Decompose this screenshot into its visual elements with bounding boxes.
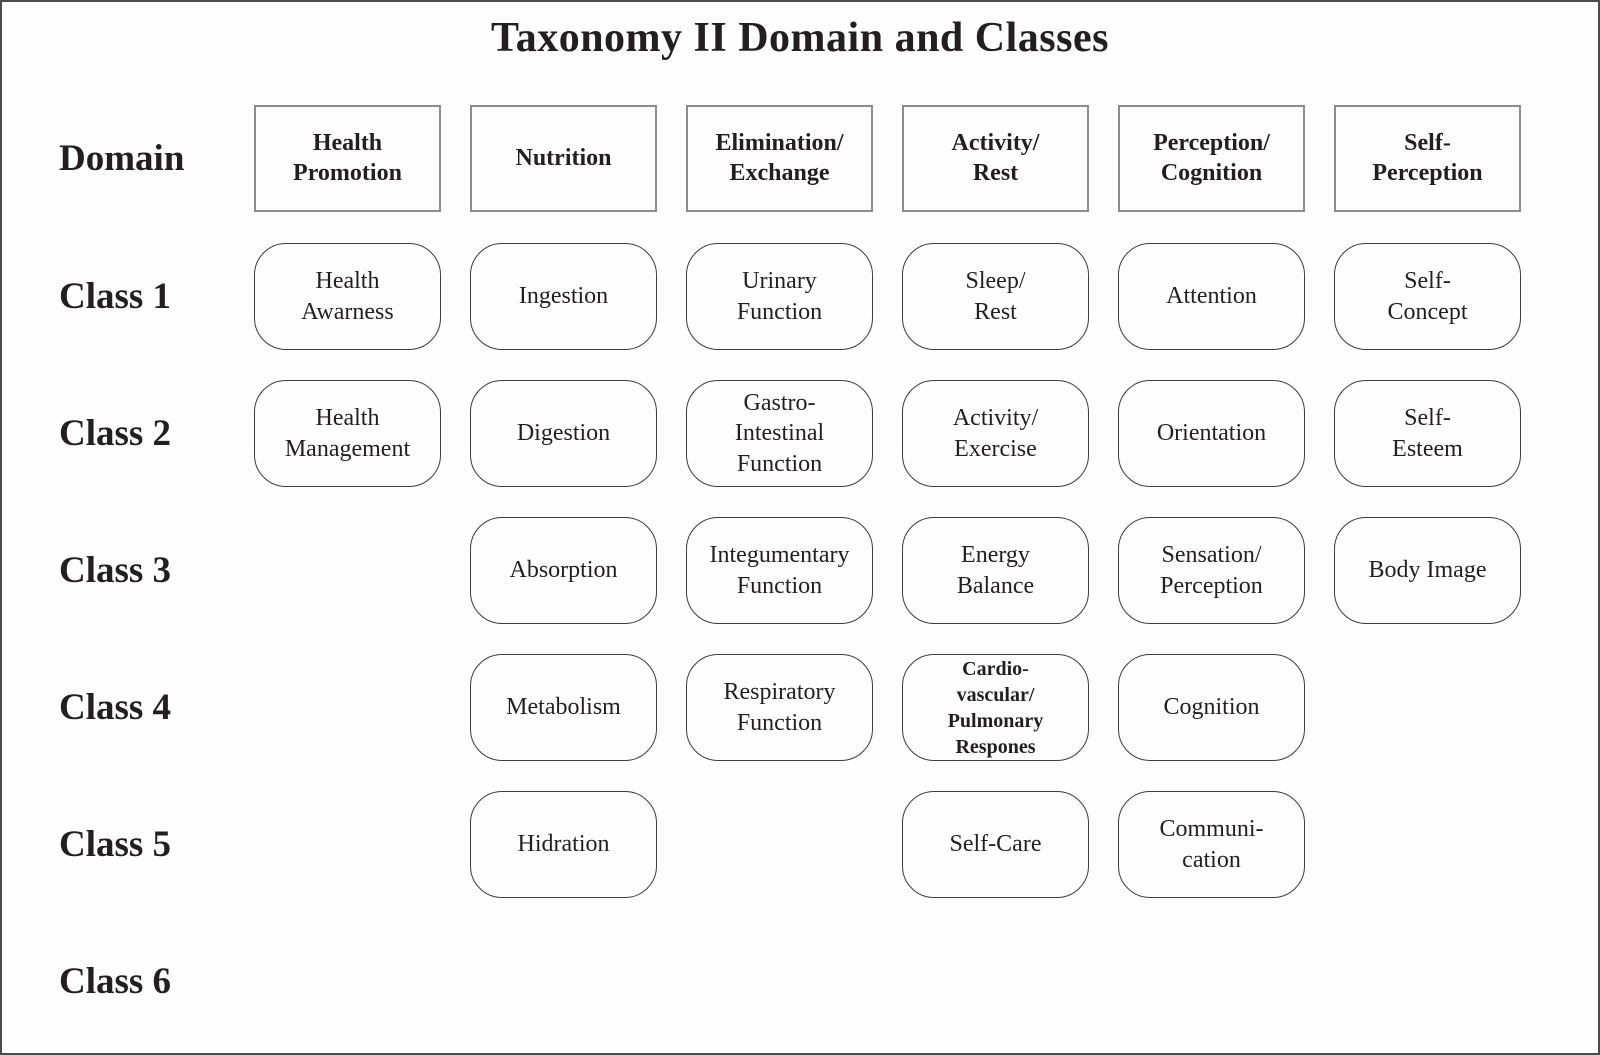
class1-box-ingestion: Ingestion: [470, 243, 657, 350]
page-title: Taxonomy II Domain and Classes: [491, 15, 1109, 61]
row-label-class-6: Class 6: [59, 961, 172, 1002]
class4-box-cognition: Cognition: [1118, 654, 1305, 761]
row-label-domain: Domain: [59, 137, 185, 179]
class4-box-cardiovascular-pulmonary-respones: Cardio- vascular/ Pulmonary Respones: [902, 654, 1089, 761]
row-label-class-1: Class 1: [59, 276, 172, 317]
row-label-class-2: Class 2: [59, 413, 172, 454]
class1-box-self-concept: Self- Concept: [1334, 243, 1521, 350]
class3-box-absorption: Absorption: [470, 517, 657, 624]
class1-box-health-awarness: Health Awarness: [254, 243, 441, 350]
domain-box-activity-rest: Activity/ Rest: [902, 104, 1089, 212]
class1-box-urinary-function: Urinary Function: [686, 243, 873, 350]
class5-box-communication: Communi- cation: [1118, 791, 1305, 898]
domain-box-nutrition: Nutrition: [470, 104, 657, 212]
class4-box-respiratory-function: Respiratory Function: [686, 654, 873, 761]
class2-box-orientation: Orientation: [1118, 380, 1305, 487]
row-label-class-5: Class 5: [59, 824, 172, 865]
class3-box-energy-balance: Energy Balance: [902, 517, 1089, 624]
class5-box-self-care: Self-Care: [902, 791, 1089, 898]
class2-box-health-management: Health Management: [254, 380, 441, 487]
class3-box-integumentary-function: Integumentary Function: [686, 517, 873, 624]
class5-box-hidration: Hidration: [470, 791, 657, 898]
row-label-class-4: Class 4: [59, 687, 172, 728]
class4-box-metabolism: Metabolism: [470, 654, 657, 761]
class2-box-self-esteem: Self- Esteem: [1334, 380, 1521, 487]
domain-box-perception-cognition: Perception/ Cognition: [1118, 104, 1305, 212]
domain-box-self-perception: Self- Perception: [1334, 104, 1521, 212]
class3-box-sensation-perception: Sensation/ Perception: [1118, 517, 1305, 624]
domain-box-health-promotion: Health Promotion: [254, 104, 441, 212]
class3-box-body-image: Body Image: [1334, 517, 1521, 624]
row-label-class-3: Class 3: [59, 550, 172, 591]
taxonomy-grid: Domain Health Promotion Nutrition Elimin…: [2, 88, 1598, 1050]
domain-box-elimination-exchange: Elimination/ Exchange: [686, 104, 873, 212]
class2-box-activity-exercise: Activity/ Exercise: [902, 380, 1089, 487]
class2-box-digestion: Digestion: [470, 380, 657, 487]
class1-box-sleep-rest: Sleep/ Rest: [902, 243, 1089, 350]
class2-box-gastro-intestinal-function: Gastro- Intestinal Function: [686, 380, 873, 487]
class1-box-attention: Attention: [1118, 243, 1305, 350]
